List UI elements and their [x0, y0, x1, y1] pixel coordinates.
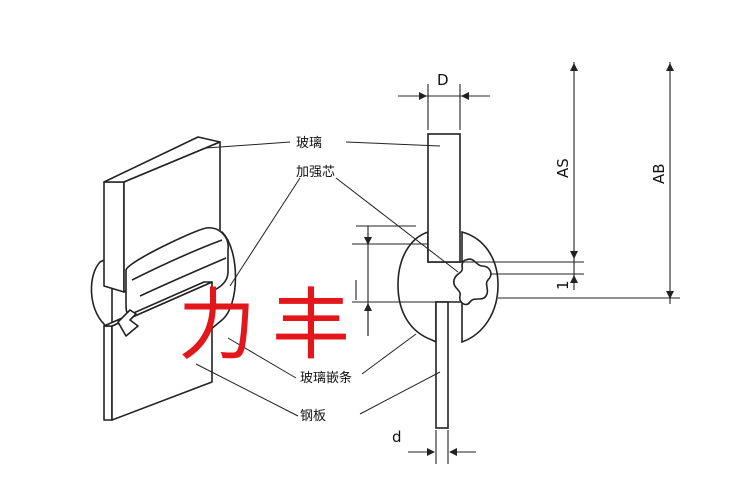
label-glass: 玻璃	[296, 136, 322, 151]
dim-label-d-lower: d	[392, 428, 402, 446]
isometric-view	[90, 136, 237, 421]
glass-strip-ridge	[131, 239, 223, 281]
leader-lines	[195, 141, 459, 417]
dim-label-as: AS	[554, 158, 572, 178]
label-steel-plate: 钢板	[300, 409, 326, 424]
dim-label-one: 1	[554, 280, 572, 290]
label-glass-strip: 玻璃嵌条	[300, 370, 352, 386]
glass-pane-section	[427, 133, 461, 263]
cross-section	[397, 133, 499, 429]
watermark-char-2: 丰	[272, 281, 350, 371]
steel-plate-front	[103, 325, 113, 421]
dimension-lines	[352, 62, 680, 464]
locking-slot	[117, 309, 139, 337]
dim-label-ab: AB	[650, 163, 668, 184]
watermark-char-1: 力	[178, 281, 256, 371]
glass-pane-front	[103, 181, 125, 293]
glass-strip-ridge-2	[139, 257, 227, 297]
dim-label-d-upper: D	[437, 71, 449, 89]
steel-plate-section	[435, 301, 449, 429]
reinforcement-core	[452, 258, 492, 306]
label-reinforcement-core: 加强芯	[296, 165, 335, 180]
